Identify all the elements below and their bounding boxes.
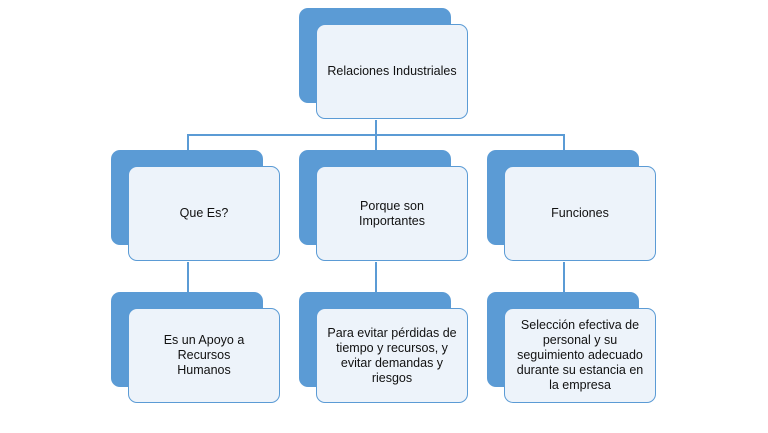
connector-branch-1-down (187, 262, 189, 292)
connector-branch-3-down (563, 262, 565, 292)
branch-node-porque-son-importantes: Porque son Importantes (299, 150, 469, 261)
branch-node-label: Funciones (504, 166, 656, 261)
connector-branch-3-up (563, 134, 565, 150)
leaf-node-funciones: Selección efectiva de personal y su segu… (487, 292, 657, 403)
leaf-node-label: Selección efectiva de personal y su segu… (504, 308, 656, 403)
connector-root-down (375, 120, 377, 134)
leaf-node-label: Para evitar pérdidas de tiempo y recurso… (316, 308, 468, 403)
root-node-label: Relaciones Industriales (316, 24, 468, 119)
leaf-node-porque-son-importantes: Para evitar pérdidas de tiempo y recurso… (299, 292, 469, 403)
leaf-node-label: Es un Apoyo a Recursos Humanos (128, 308, 280, 403)
leaf-node-que-es: Es un Apoyo a Recursos Humanos (111, 292, 281, 403)
branch-node-label: Que Es? (128, 166, 280, 261)
branch-node-funciones: Funciones (487, 150, 657, 261)
root-node: Relaciones Industriales (299, 8, 469, 119)
connector-branch-1-up (187, 134, 189, 150)
connector-branch-2-down (375, 262, 377, 292)
branch-node-label: Porque son Importantes (316, 166, 468, 261)
connector-branch-2-up (375, 134, 377, 150)
branch-node-que-es: Que Es? (111, 150, 281, 261)
